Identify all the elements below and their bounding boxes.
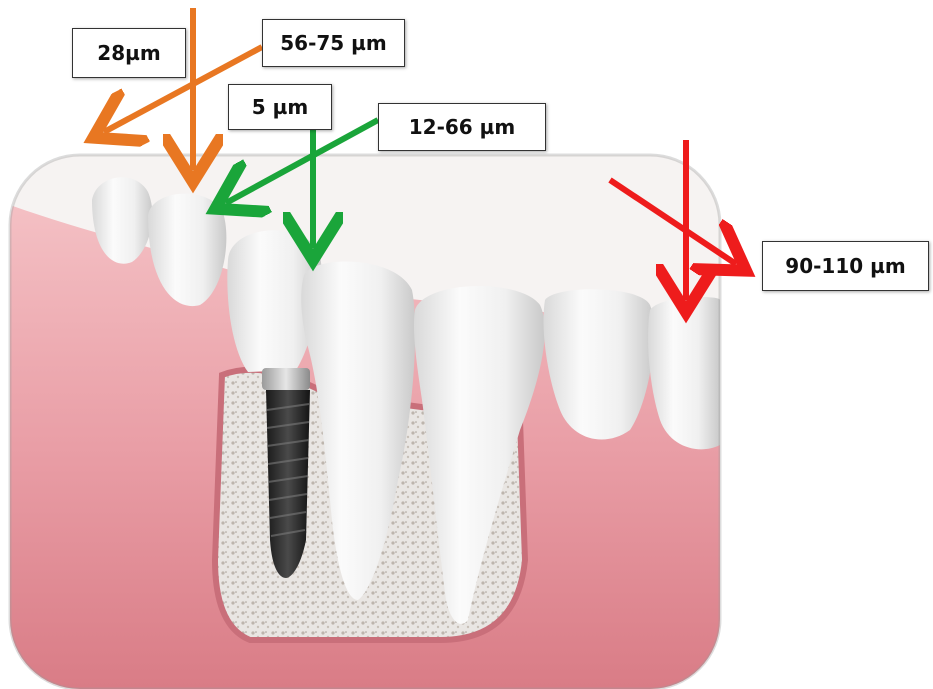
- label-56-75um: 56-75 µm: [262, 19, 405, 67]
- implant-abutment: [262, 368, 310, 390]
- label-12-66um: 12-66 µm: [378, 103, 546, 151]
- illustration-frame: [10, 155, 720, 689]
- label-5um: 5 µm: [228, 84, 332, 130]
- label-28um: 28µm: [72, 28, 186, 78]
- implant-screw: [266, 390, 310, 578]
- label-90-110um: 90-110 µm: [762, 241, 929, 291]
